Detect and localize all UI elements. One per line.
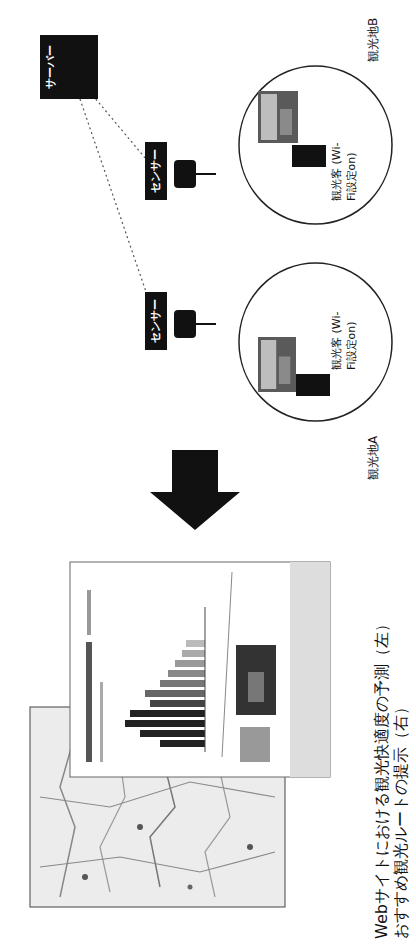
chart-bar (160, 680, 205, 687)
site-photo-detail (280, 109, 292, 135)
site-photo-sky (261, 340, 276, 389)
screenshot-header (87, 590, 91, 635)
sensor-pole (196, 323, 216, 325)
map-dot (137, 824, 143, 830)
tourist-site-circle: 観光地B観光客 (Wi-Fi設定on) (238, 65, 393, 225)
node-label: サーバー (44, 42, 58, 92)
screenshot-header (86, 642, 92, 762)
screenshot-line (100, 682, 103, 762)
sensor-label: センサー (145, 292, 167, 350)
chart-bar (160, 740, 205, 747)
chart-axis (205, 607, 206, 752)
chart-bar (150, 700, 205, 707)
tourist-figure (292, 145, 326, 167)
site-photo (258, 91, 298, 143)
site-ellipse (239, 263, 392, 421)
screenshot-line (222, 572, 232, 757)
figure-caption: Webサイトにおける観光快適度の予測（左） おすすめ観光ルートの提示（右） (372, 519, 410, 939)
sensor-label: センサー (145, 142, 167, 200)
chart-bar (186, 640, 205, 647)
site-outline (238, 262, 393, 422)
map-dot (247, 844, 253, 850)
chart-bar (168, 670, 205, 677)
site-photo-detail (279, 357, 290, 385)
sensor-device (174, 310, 216, 338)
site-photo (258, 337, 296, 392)
sensor-body (174, 160, 196, 188)
screenshot-image (248, 672, 264, 702)
screenshot-frame (70, 562, 330, 777)
screenshot-image (240, 727, 270, 762)
screenshot-image (236, 645, 276, 715)
map-dot (82, 874, 88, 880)
map-road (40, 852, 275, 872)
dotted-connector (80, 99, 146, 292)
website-screenshot-front (70, 562, 330, 777)
site-name: 観光地A (366, 436, 382, 480)
tourist-label: 観光客 (Wi-Fi設定on) (330, 117, 360, 201)
map-dot (188, 885, 193, 890)
block-arrow (150, 450, 240, 530)
dotted-connector (96, 99, 145, 158)
sensor-body (174, 310, 196, 338)
node-label: センサー (149, 299, 163, 343)
chart-bar (145, 690, 205, 697)
map-road (40, 782, 275, 807)
sensor-pole (196, 173, 216, 175)
server-box: サーバー (40, 35, 98, 99)
screenshot-footer (290, 562, 330, 777)
sensor-device (174, 160, 216, 188)
site-outline (238, 65, 393, 225)
tourist-label: 観光客 (Wi-Fi設定on) (330, 286, 360, 370)
website-screenshot-back (30, 707, 285, 907)
chart-bar (182, 650, 205, 657)
tourist-figure (296, 374, 330, 396)
node-label: センサー (149, 149, 163, 193)
chart-bar (125, 720, 205, 727)
chart-bar (130, 710, 205, 717)
site-ellipse (239, 66, 392, 224)
site-photo-sky (261, 94, 277, 140)
site-name: 観光地B (366, 18, 382, 62)
tourist-site-circle: 観光地A観光客 (Wi-Fi設定on) (238, 262, 393, 422)
chart-bar (175, 660, 205, 667)
chart-bar (140, 730, 205, 737)
screenshot-frame (30, 707, 285, 907)
